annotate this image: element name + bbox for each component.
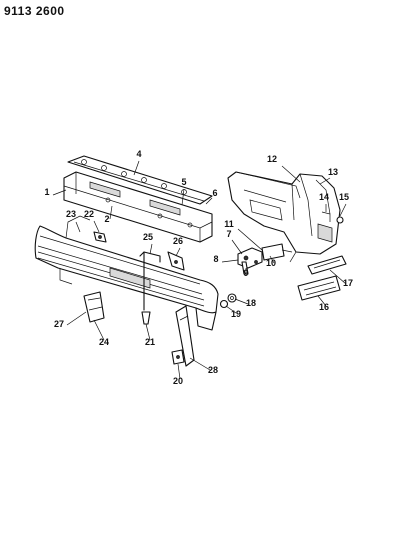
callout-14: 14: [319, 192, 329, 202]
part-24-lower-bracket: [83, 291, 105, 323]
callout-22: 22: [84, 209, 94, 219]
callout-13: 13: [328, 167, 338, 177]
callout-2: 2: [104, 214, 109, 224]
bumper-fascia: [34, 215, 219, 331]
callout-8: 8: [213, 254, 218, 264]
callout-24: 24: [99, 337, 109, 347]
callout-17: 17: [343, 278, 353, 288]
callout-16: 16: [319, 302, 329, 312]
part-20-clip: [171, 349, 185, 365]
part-7-11-bracket-assembly: [237, 243, 293, 275]
callout-26: 26: [173, 236, 183, 246]
leader-lines: [52, 160, 347, 380]
callout-21: 21: [145, 337, 155, 347]
callout-12: 12: [267, 154, 277, 164]
part-22-retainer: [93, 231, 107, 243]
callout-11: 11: [224, 219, 234, 229]
callout-15: 15: [339, 192, 349, 202]
part-14-15-lamp-bits: [321, 211, 344, 224]
callout-18: 18: [246, 298, 256, 308]
callout-25: 25: [143, 232, 153, 242]
part-18-19-washers: [219, 293, 237, 309]
part-25-bracket: [139, 251, 161, 311]
callout-7: 7: [226, 229, 231, 239]
part-4-top-reinforcement: [67, 155, 213, 205]
callout-10: 10: [266, 258, 276, 268]
callout-4: 4: [136, 149, 141, 159]
part-17-lamp-plate: [307, 255, 347, 275]
part-1-reinforcement-beam: [63, 171, 213, 243]
callout-23: 23: [66, 209, 76, 219]
part-16-reflector: [297, 275, 341, 301]
callout-20: 20: [173, 376, 183, 386]
body-rear-quarter: [227, 171, 341, 263]
part-26-bracket: [167, 251, 185, 271]
callout-5: 5: [181, 177, 186, 187]
callout-6: 6: [212, 188, 217, 198]
callout-9: 9: [243, 268, 248, 278]
callout-27: 27: [54, 319, 64, 329]
callout-1: 1: [44, 187, 49, 197]
diagram-code: 9113 2600: [4, 4, 65, 18]
part-21-fastener: [141, 311, 151, 325]
callout-19: 19: [231, 309, 241, 319]
callout-28: 28: [208, 365, 218, 375]
